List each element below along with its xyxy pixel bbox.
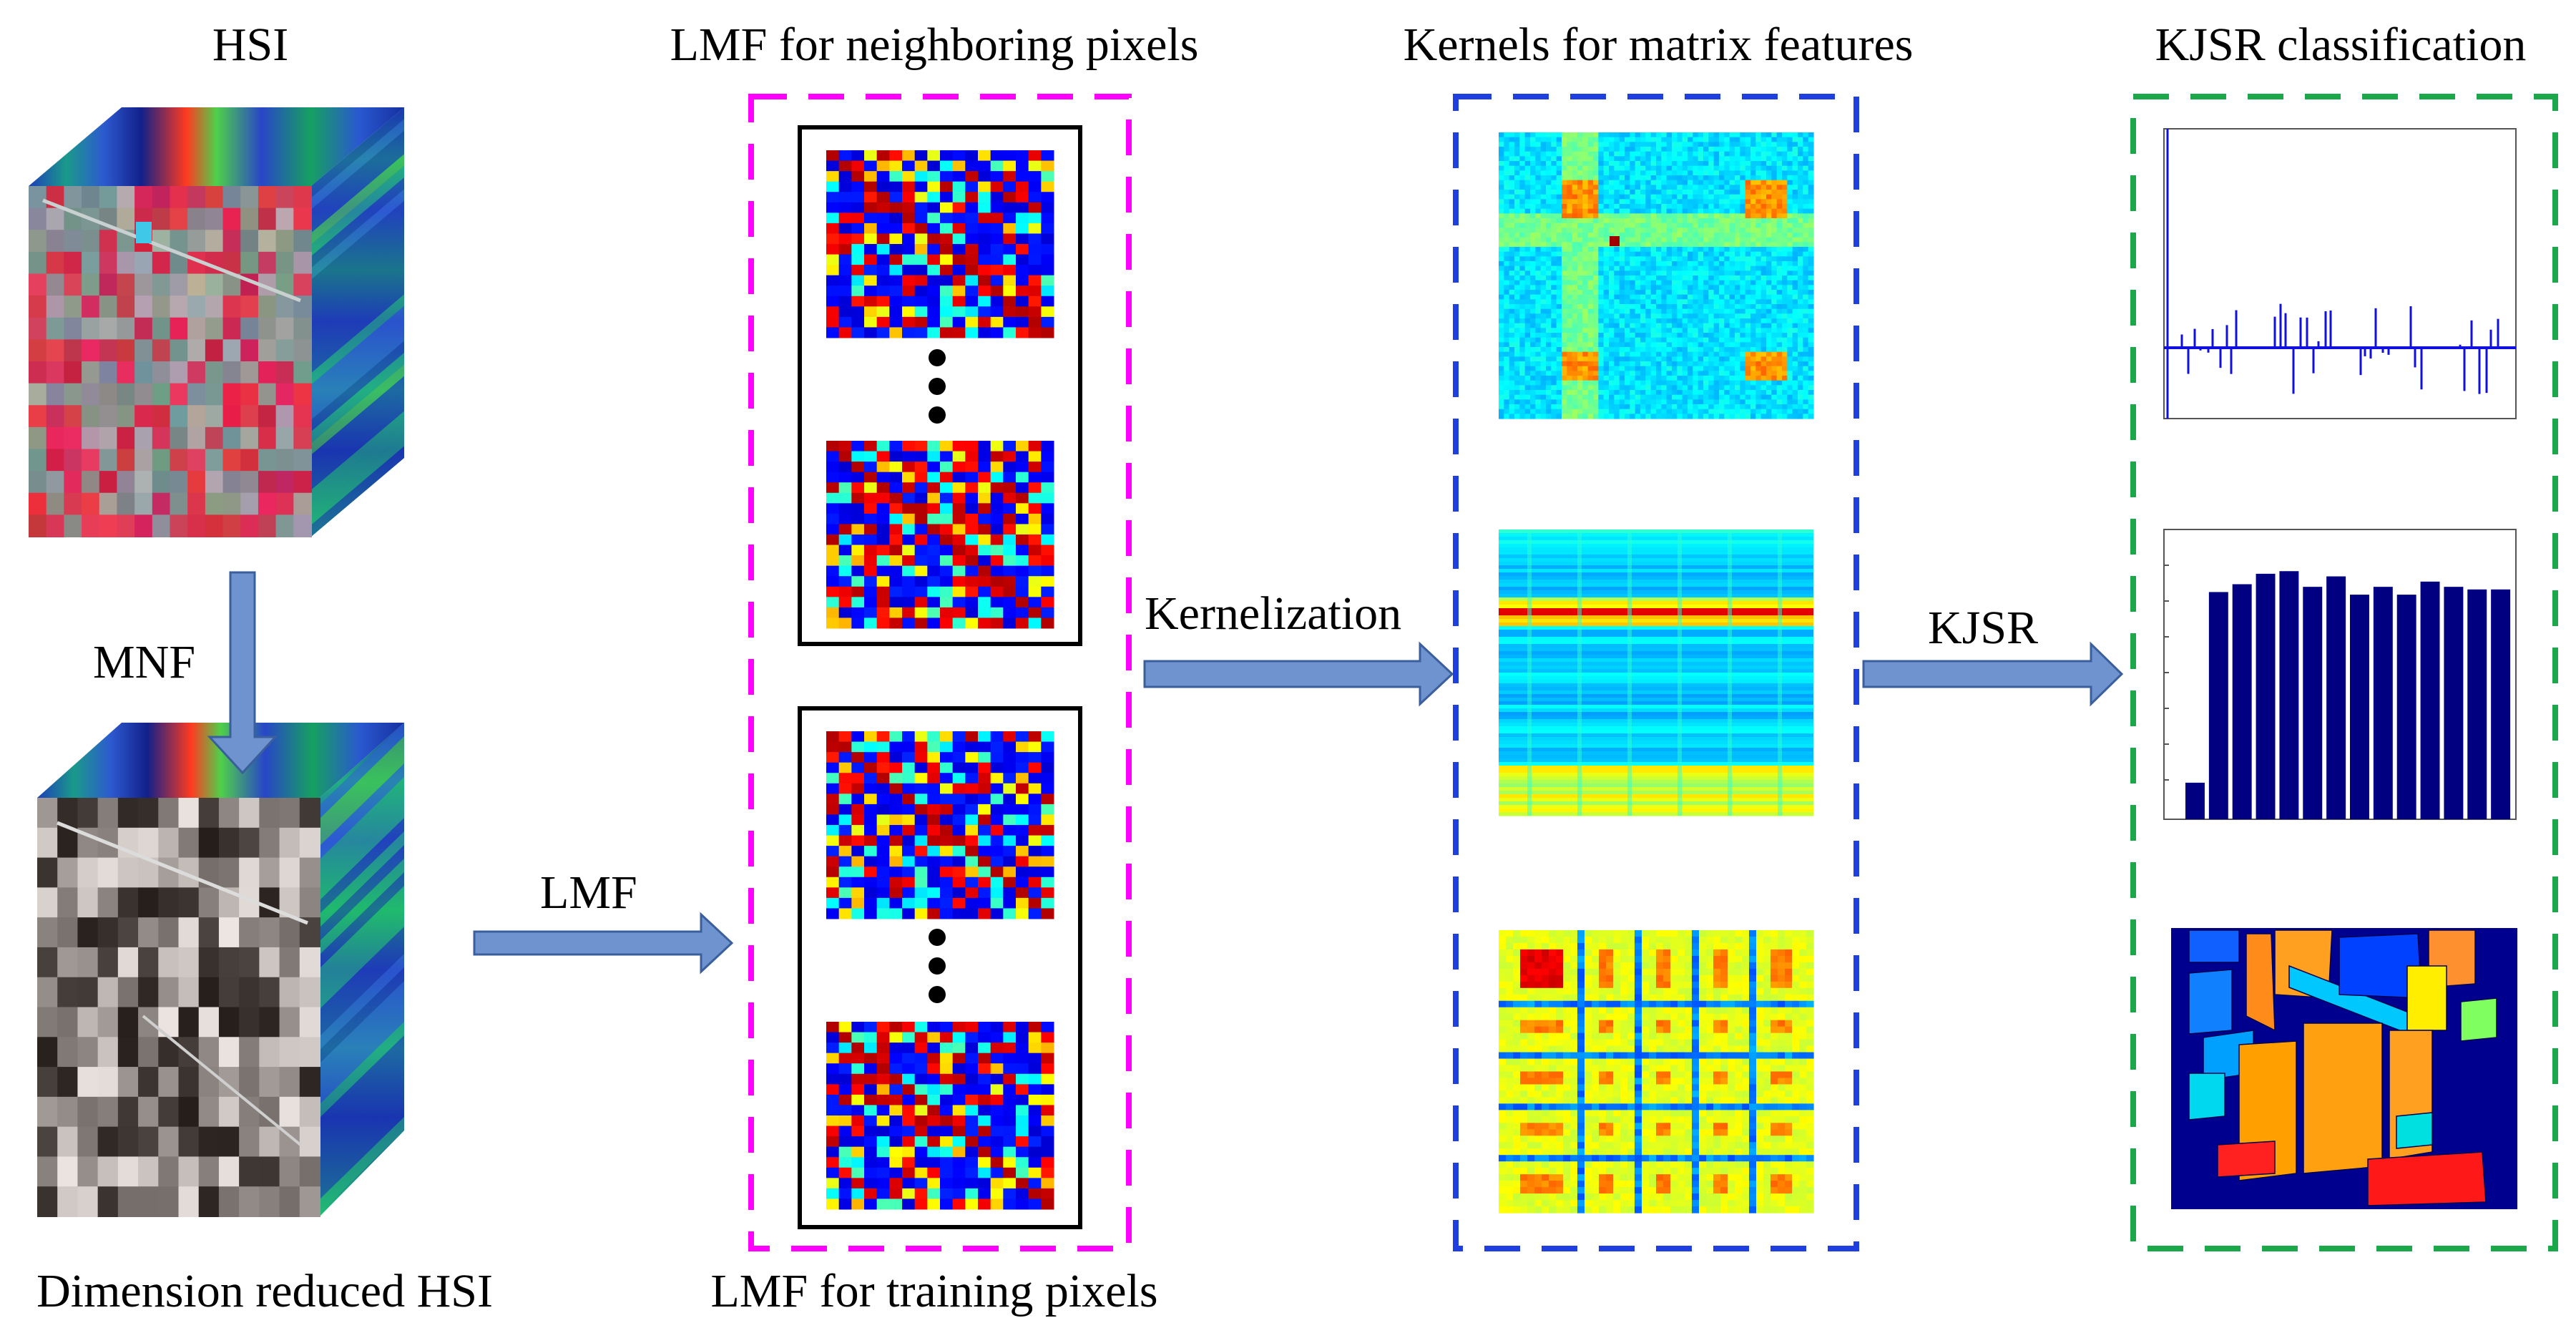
reduced-cube-image: [37, 723, 404, 1217]
lmf-arrow-label: LMF: [540, 866, 637, 919]
kjsr-arrow: [1862, 641, 2124, 707]
mnf-arrow-label: MNF: [93, 636, 196, 688]
hsi-label: HSI: [212, 19, 289, 71]
classification-map: [2171, 928, 2517, 1209]
sparse-coefficient-plot: [2163, 128, 2517, 419]
lmf-arrow: [473, 912, 734, 975]
lmf-matrix-heatmap: [826, 441, 1054, 629]
lmf-training-label: LMF for training pixels: [710, 1265, 1158, 1317]
kjsr-panel-border: [2130, 94, 2558, 1251]
kjsr-classification-label: KJSR classification: [2155, 19, 2527, 71]
vertical-ellipsis-icon: [929, 349, 946, 424]
kernel-panel-border: [1453, 94, 1859, 1251]
lmf-matrix-heatmap: [826, 1022, 1054, 1210]
kernel-matrix-heatmap: [1499, 930, 1814, 1214]
lmf-matrix-heatmap: [826, 150, 1054, 338]
kernel-matrix-heatmap: [1499, 132, 1814, 419]
class-residual-bar-plot: [2163, 529, 2517, 820]
kernelization-arrow-label: Kernelization: [1145, 587, 1402, 640]
hsi-cube-image: [29, 107, 404, 537]
kernelization-arrow: [1143, 641, 1454, 707]
kernels-matrix-features-label: Kernels for matrix features: [1403, 19, 1914, 71]
kernel-matrix-heatmap: [1499, 529, 1813, 816]
lmf-panel-border: [748, 94, 1132, 1251]
vertical-ellipsis-icon: [929, 929, 946, 1003]
lmf-neighboring-label: LMF for neighboring pixels: [670, 19, 1199, 71]
dimension-reduced-hsi-label: Dimension reduced HSI: [36, 1265, 493, 1317]
kjsr-arrow-label: KJSR: [1928, 602, 2039, 654]
lmf-matrix-heatmap: [826, 731, 1054, 919]
mnf-arrow: [207, 571, 278, 775]
